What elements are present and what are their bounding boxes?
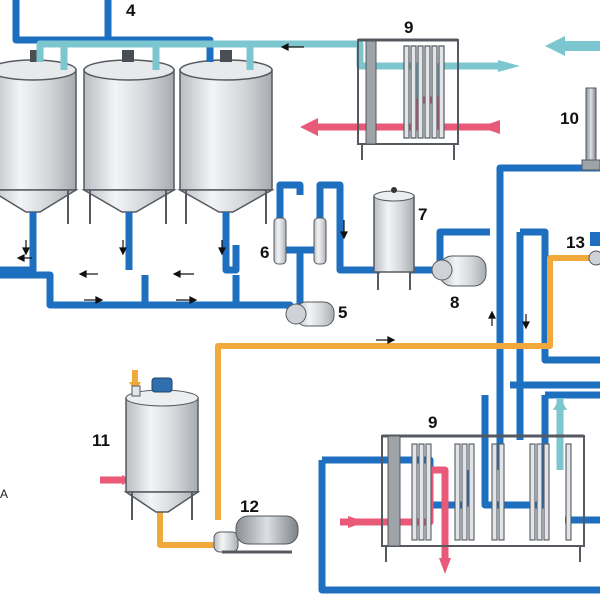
- plate-heat-exchanger-bottom: [381, 434, 585, 562]
- storage-tank-group: [0, 50, 275, 224]
- label-feed-tank-11: 11: [92, 431, 110, 450]
- hot-water-outlet-arrow-bottom: [439, 558, 451, 574]
- hot-water-inlet-arrow: [480, 120, 500, 134]
- label-holding-tube-10: 10: [560, 109, 579, 128]
- feed-line-to-heater: [215, 255, 600, 520]
- storage-tank-3: [177, 50, 275, 224]
- label-balance-tank-7: 7: [418, 205, 427, 224]
- label-filter-6: 6: [260, 243, 269, 262]
- label-edge-fragment: A: [0, 487, 8, 501]
- balance-tank-7: [373, 187, 415, 290]
- hot-water-outlet-arrow: [300, 118, 318, 136]
- tank-agitator-motor: [122, 50, 134, 62]
- label-storage-tanks: 4: [126, 1, 136, 20]
- centrifugal-pump-5: [285, 301, 335, 327]
- hot-water-inlet-arrow-bottom: [348, 516, 366, 528]
- storage-tank-2: [81, 50, 177, 224]
- agitator-motor-icon: [151, 377, 173, 393]
- label-pump-8: 8: [450, 293, 459, 312]
- cooling-up-arrow: [553, 398, 567, 410]
- holding-tube-10: [581, 87, 600, 171]
- tank-inlet-header: [12, 0, 214, 62]
- centrifugal-pump-8: [431, 255, 487, 287]
- tank-agitator-motor: [220, 50, 232, 62]
- three-way-valve-13: [588, 232, 600, 266]
- label-valve-13: 13: [566, 233, 585, 252]
- cooling-inlet-arrow: [545, 36, 565, 56]
- label-pump-12: 12: [240, 497, 259, 516]
- label-exchanger-9-top: 9: [404, 18, 413, 37]
- positive-pump-12: [213, 515, 299, 554]
- label-pump-5: 5: [338, 303, 347, 322]
- duplex-filter: [273, 217, 327, 265]
- feed-tank-11: [123, 377, 201, 520]
- line-to-tank-7: [316, 181, 380, 274]
- outlet-loop: [318, 460, 600, 594]
- plate-heat-exchanger-top: [357, 38, 459, 160]
- line-to-holding-tube: [496, 164, 600, 232]
- cooling-flow-arrow: [498, 60, 520, 72]
- label-exchanger-9-bottom: 9: [428, 413, 437, 432]
- flow-arrows: [16, 36, 600, 574]
- equipment-labels: 4 5 6 7 8 9 9 10 11 12 13 A: [0, 1, 585, 516]
- storage-tank-1: [0, 50, 79, 224]
